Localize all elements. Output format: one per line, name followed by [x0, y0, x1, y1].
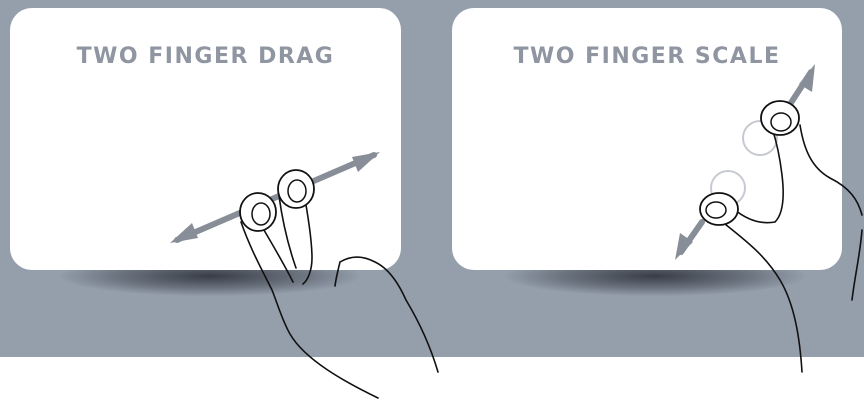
two-finger-drag-hand-icon [170, 152, 438, 398]
two-finger-scale-hand-icon [675, 64, 862, 372]
drag-finger-nail-1 [252, 203, 270, 225]
drag-finger-nail-2 [288, 180, 306, 202]
scale-finger-nail-upper [771, 113, 791, 131]
drag-arrow-icon [177, 155, 374, 240]
drag-arrowhead-right-icon [352, 152, 380, 172]
drag-arrowhead-left-icon [170, 223, 198, 243]
scale-thumb-nail-lower [706, 202, 726, 218]
